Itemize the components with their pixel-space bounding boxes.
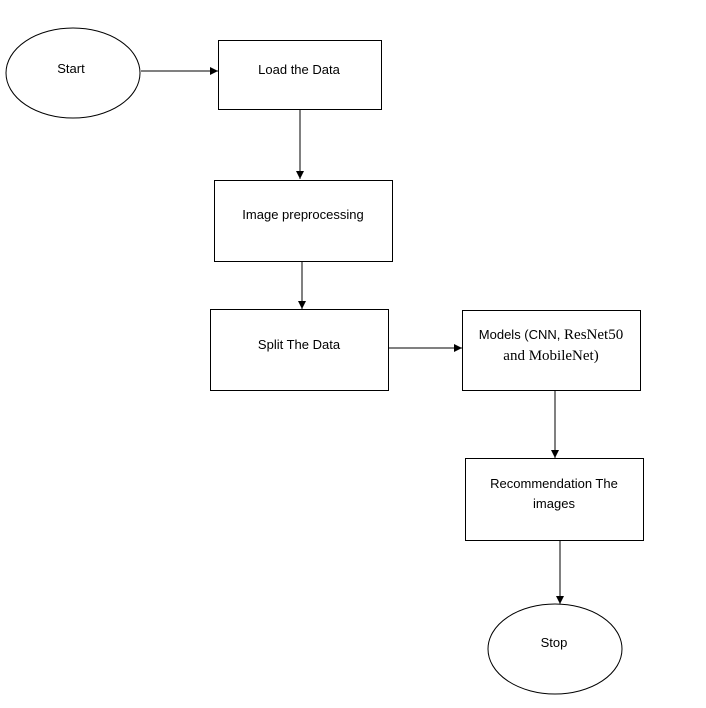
load-data-label: Load the Data: [258, 62, 340, 77]
split-data-label: Split The Data: [258, 337, 341, 352]
recommendation-label-line1: Recommendation The: [490, 476, 618, 491]
node-stop: Stop: [487, 603, 623, 695]
models-box: [462, 310, 641, 391]
models-label-line1-a: Models (CNN,: [479, 327, 564, 342]
node-load-data: Load the Data: [218, 40, 382, 110]
recommendation-label-line2: images: [533, 496, 575, 511]
node-recommendation: Recommendation The images: [465, 458, 644, 541]
models-label-line1-b: ResNet50: [564, 327, 623, 343]
models-label-line2: and MobileNet): [503, 348, 598, 364]
recommendation-box: [465, 458, 644, 541]
stop-ellipse: [487, 603, 623, 695]
load-data-box: [218, 40, 382, 110]
image-preprocessing-box: [214, 180, 393, 262]
start-label: Start: [57, 61, 85, 76]
node-models: Models (CNN, ResNet50 and MobileNet): [462, 310, 641, 391]
image-preprocessing-label: Image preprocessing: [242, 207, 363, 222]
split-data-box: [210, 309, 389, 391]
start-ellipse: [5, 27, 141, 119]
node-start: Start: [5, 27, 141, 119]
node-split-data: Split The Data: [210, 309, 389, 391]
stop-label: Stop: [541, 635, 568, 650]
models-label-line1: Models (CNN, ResNet50: [479, 327, 623, 343]
node-image-preprocessing: Image preprocessing: [214, 180, 393, 262]
